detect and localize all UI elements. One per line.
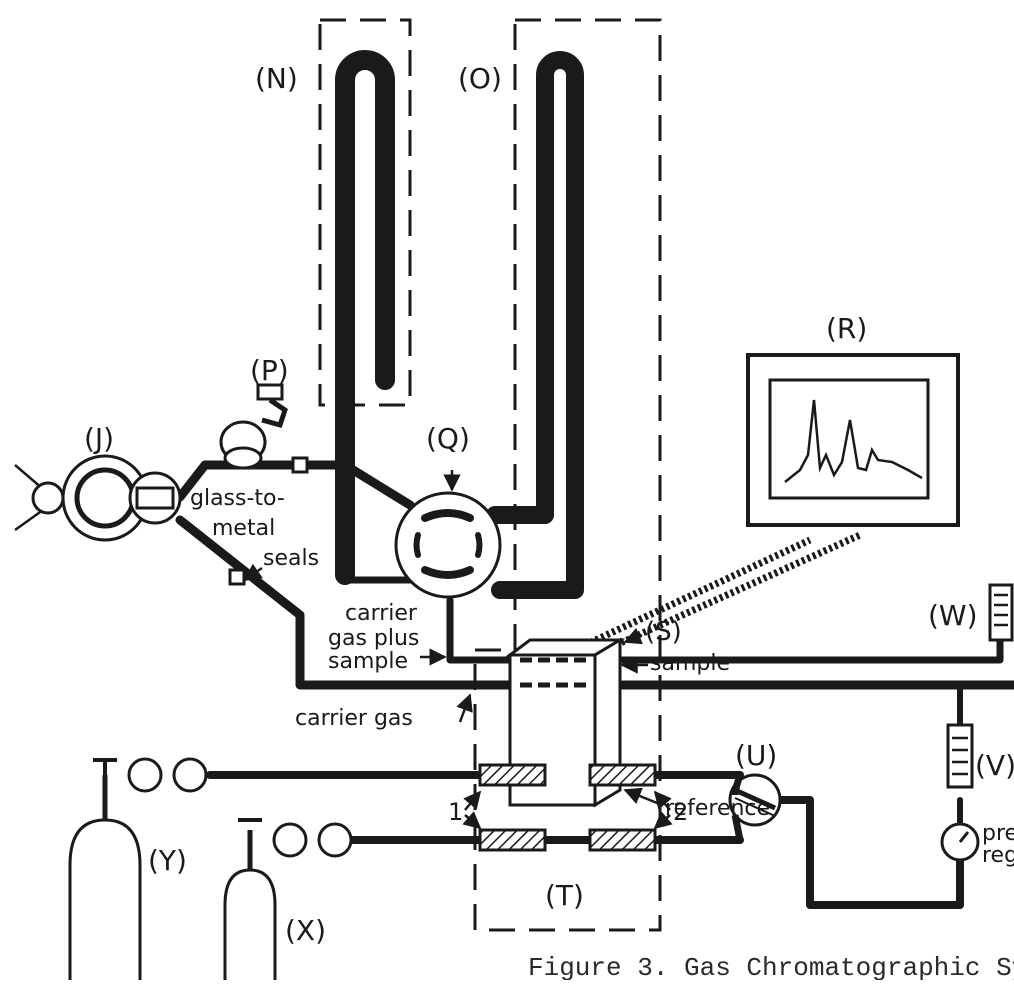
arrow-reference [623, 787, 663, 807]
pressure-regulator-text-1: pre [982, 821, 1014, 846]
flowmeter-W [988, 583, 1014, 642]
label-P: (P) [250, 354, 289, 387]
carrier-plus-text-2: gas plus [328, 626, 419, 651]
label-T: (T) [545, 879, 584, 912]
carrier-plus-text-1: carrier [345, 601, 418, 626]
detector-S [505, 637, 626, 808]
arrow-seals [243, 563, 263, 582]
label-W: (W) [928, 599, 978, 632]
enclosure-N [318, 18, 412, 407]
gauge-P [219, 383, 288, 470]
label-J: (J) [84, 422, 114, 455]
label-N: (N) [255, 62, 298, 95]
label-X: (X) [285, 914, 326, 947]
seals-text-2: metal [212, 516, 275, 541]
arrow-S [623, 627, 643, 645]
seals-text-1: glass-to- [190, 486, 285, 511]
label-O: (O) [458, 62, 502, 95]
recorder-R [746, 353, 960, 527]
stopcock-J [14, 454, 182, 542]
label-Q: (Q) [426, 422, 470, 455]
signal-wires [583, 531, 862, 654]
seal-lower [228, 568, 246, 586]
cylinder-X [223, 818, 353, 980]
label-R: (R) [826, 312, 867, 345]
sample-text: sample [650, 651, 730, 676]
pressure-regulator-text-2: reg [982, 843, 1014, 868]
carrier-gas-text: carrier gas [295, 706, 413, 731]
trap-number-1: 1 [448, 798, 463, 826]
carrier-plus-text-3: sample [328, 649, 408, 674]
valve-U [728, 773, 782, 841]
column-N [335, 50, 395, 585]
trap-number-2: 2 [673, 798, 688, 826]
figure-caption: Figure 3. Gas Chromatographic Sy [528, 953, 1014, 980]
traps-T [462, 763, 673, 852]
chromatogram-trace [784, 399, 923, 483]
label-U: (U) [735, 739, 777, 772]
label-S: (S) [645, 617, 682, 647]
column-O [486, 51, 584, 599]
label-Y: (Y) [148, 844, 187, 877]
pressure-regulator-gauge [940, 822, 980, 862]
seals-text-3: seals [263, 546, 319, 571]
cylinder-Y [68, 757, 208, 980]
flowmeter-V [946, 723, 974, 789]
valve-Q [394, 470, 502, 599]
label-V: (V) [975, 749, 1014, 782]
arrow-carrier-gas [456, 693, 473, 723]
seal-upper [291, 456, 309, 474]
reference-text: reference [665, 796, 770, 821]
